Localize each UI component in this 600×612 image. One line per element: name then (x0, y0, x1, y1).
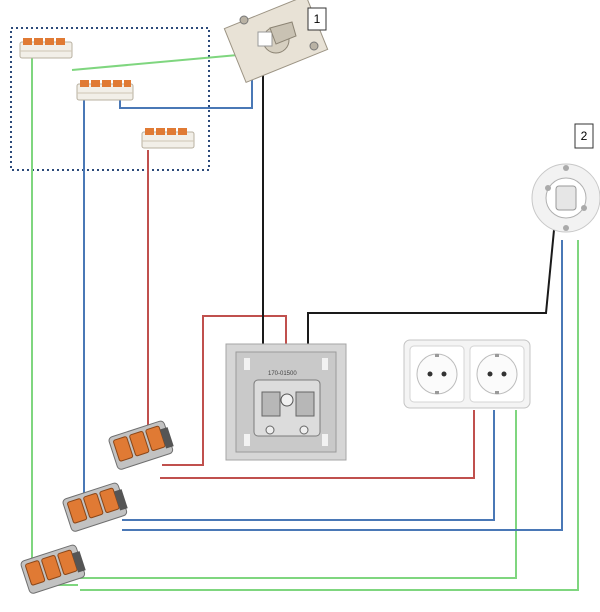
double-socket (403, 339, 531, 409)
fixture-2-label: 2 (581, 129, 588, 143)
terminal-strip-2 (76, 80, 134, 101)
green-wire-strip1-to-fixture1 (71, 53, 250, 71)
lever-connector-2 (62, 482, 128, 532)
blue-wire-connector2-to-fixture2 (122, 240, 563, 531)
red-wire-connector1-to-socket (160, 410, 475, 479)
blue-wire-fixture1-to-strip2 (119, 62, 253, 109)
red-wire-connector1-to-switch (162, 315, 287, 466)
blue-wire-connector2-to-socket (122, 410, 495, 521)
green-wire-connector3-to-fixture2 (80, 240, 579, 591)
switch-mechanism: 170-01500 (225, 343, 347, 461)
lever-connector-1 (108, 420, 174, 470)
fixture-1 (223, 0, 329, 84)
terminal-strip-1 (19, 38, 73, 59)
wires (31, 53, 579, 591)
terminal-strip-3 (141, 128, 195, 149)
fixture-2-label-box (574, 123, 594, 149)
green-wire-connector3-to-socket (80, 410, 517, 579)
lever-connector-3 (20, 544, 86, 594)
switch-model-label: 170-01500 (268, 371, 297, 377)
fixture-2 (531, 163, 600, 233)
fixture-1-label-box (307, 7, 327, 31)
fixture-1-label: 1 (314, 12, 321, 26)
